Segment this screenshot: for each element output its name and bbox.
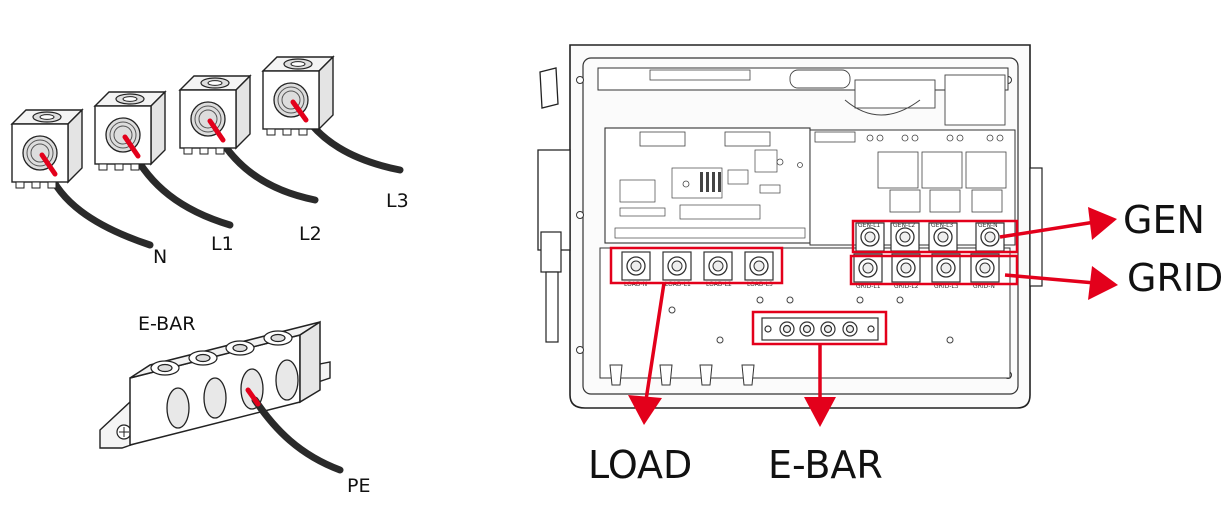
lug-n — [11, 109, 83, 189]
callout-ebar: E-BAR — [768, 443, 883, 487]
callout-load: LOAD — [588, 443, 692, 487]
grid-terminal-label-4: GRID-N — [973, 283, 995, 290]
callout-gen: GEN — [1123, 198, 1205, 242]
grid-highlight — [849, 254, 1019, 286]
grid-terminal-label-3: GRID-L3 — [934, 283, 959, 290]
gen-terminal-label-4: GEN-N — [978, 222, 998, 229]
label-l3: L3 — [386, 190, 409, 212]
grid-arrow-head — [1088, 266, 1118, 300]
label-ebar: E-BAR — [138, 313, 195, 335]
gen-terminal-label-3: GEN-L3 — [931, 222, 953, 229]
gen-terminal-block: GEN-L1 GEN-L2 GEN-L3 GEN-N — [855, 222, 1005, 252]
gen-terminal-label-2: GEN-L2 — [893, 222, 915, 229]
load-terminal-block: LOAD-N LOAD-L1 LOAD-L2 LOAD-L3 — [621, 251, 774, 288]
load-arrow-line — [644, 282, 666, 401]
lug-l1 — [94, 91, 166, 171]
lug-group: N L1 L2 L3 — [11, 56, 409, 268]
lug-l3 — [262, 56, 334, 136]
callout-grid: GRID — [1127, 256, 1223, 300]
label-pe: PE — [347, 475, 370, 497]
inverter-box: LOAD-N LOAD-L1 LOAD-L2 LOAD-L3 GEN-L1 GE… — [537, 44, 1043, 409]
wire-pe — [251, 396, 344, 474]
label-n: N — [153, 246, 167, 268]
load-highlight — [609, 246, 784, 285]
conductor-l2 — [207, 118, 226, 143]
grid-terminal-block: GRID-L1 GRID-L2 GRID-L3 GRID-N — [853, 253, 1000, 290]
conductor-pe — [245, 387, 261, 407]
ground-bar: E-BAR PE — [99, 313, 370, 497]
load-terminal-label-3: LOAD-L2 — [706, 281, 732, 288]
grid-terminal-label-1: GRID-L1 — [856, 283, 881, 290]
gen-arrow-head — [1088, 207, 1117, 240]
conductor-l1 — [122, 134, 141, 159]
grid-terminal-label-2: GRID-L2 — [894, 283, 919, 290]
conductor-n — [39, 152, 58, 177]
label-l2: L2 — [299, 223, 322, 245]
label-l1: L1 — [211, 233, 234, 255]
load-terminal-label-4: LOAD-L3 — [747, 281, 773, 288]
load-arrow-head — [628, 395, 662, 425]
inverter-ebar — [761, 317, 879, 341]
lug-l2 — [179, 75, 251, 155]
grid-arrow-line — [1004, 273, 1096, 285]
ebar-arrow-head — [804, 397, 836, 427]
load-terminal-label-1: LOAD-N — [624, 281, 647, 288]
gen-terminal-label-1: GEN-L1 — [858, 222, 880, 229]
load-terminal-label-2: LOAD-L1 — [665, 281, 691, 288]
gen-arrow-line — [999, 220, 1096, 239]
conductor-l3 — [290, 99, 309, 123]
gen-highlight — [851, 219, 1019, 254]
callout-arrows — [628, 207, 1118, 427]
